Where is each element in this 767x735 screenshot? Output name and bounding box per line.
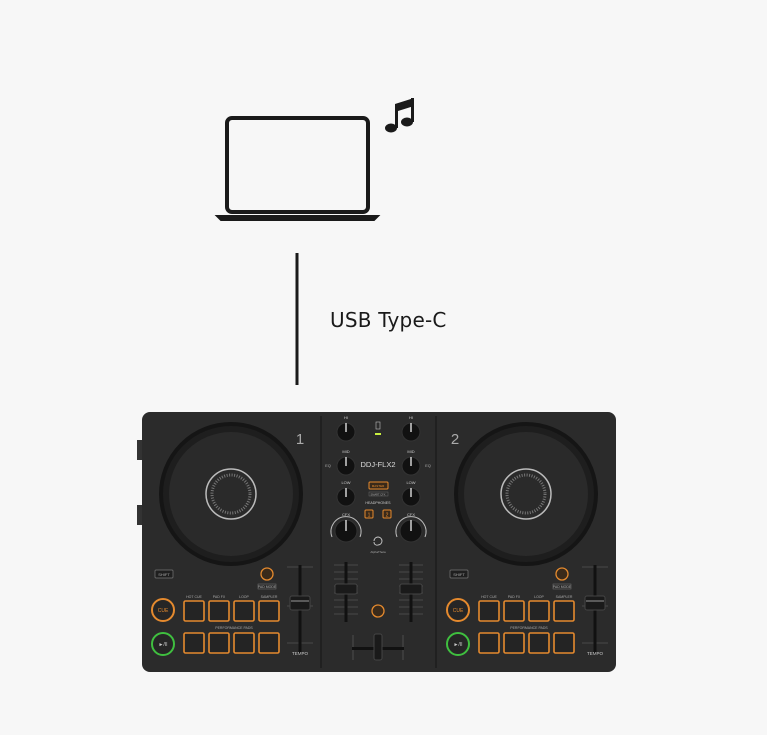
shift-button[interactable] [154,569,174,579]
low-label: LOW [341,480,350,485]
usb-indicator-icon [375,421,381,430]
jog-platter[interactable] [169,432,293,556]
performance-pad[interactable] [503,632,525,654]
performance-pad[interactable] [553,600,575,622]
headphone-cue-label: 1 [368,513,371,519]
master-cue-button[interactable] [368,481,389,490]
alphatheta-logo-icon [373,536,383,546]
shift-label: SHIFT [158,572,170,577]
channel-fader[interactable] [399,583,423,595]
pad-mode-sampler: SAMPLER [261,595,278,599]
low-label: LOW [406,480,415,485]
performance-pads-label: PERFORMANCE PADS [510,626,548,630]
music-note-icon [385,98,414,133]
tempo-label: TEMPO [292,651,309,656]
pad-mode-hot-cue: HOT CUE [481,595,497,599]
headphone-cue-cue2[interactable] [382,509,392,519]
crossfader[interactable] [373,633,383,661]
shift-label: SHIFT [453,572,465,577]
headphone-cue-label: 2 [386,513,389,519]
hi-label: HI [344,415,348,420]
deck-number: 2 [451,431,459,448]
pad-mode-loop: LOOP [534,595,544,599]
master-label: MASTER [372,484,385,488]
performance-pad[interactable] [183,632,205,654]
performance-pad[interactable] [233,632,255,654]
jog-display [210,473,252,515]
side-port [137,505,143,525]
beat-sync-button[interactable] [260,567,274,581]
pad-mode-label: PAD MODE [553,585,572,589]
cfx-label: CFX [342,512,350,517]
jog-platter[interactable] [464,432,588,556]
mid-label: MID [342,449,349,454]
model-name: DDJ-FLX2 [360,460,395,469]
cue-button[interactable] [446,598,470,622]
jog-display [505,473,547,515]
pad-mode-sampler: SAMPLER [556,595,573,599]
pad-mode-frame [552,583,572,590]
channel-fader[interactable] [334,583,358,595]
shift-button[interactable] [449,569,469,579]
cfx-arc [330,516,362,538]
smart-cfx-label: SMART CFX [371,493,386,497]
cue-label: CUE [158,608,169,614]
performance-pad[interactable] [233,600,255,622]
performance-pad[interactable] [528,632,550,654]
performance-pad[interactable] [503,600,525,622]
pad-mode-hot-cue: HOT CUE [186,595,202,599]
tempo-label: TEMPO [587,651,604,656]
play-pause-button[interactable] [446,632,470,656]
performance-pad[interactable] [553,632,575,654]
pad-mode-pad-fx: PAD FX [508,595,521,599]
headphone-cue-cue1[interactable] [364,509,374,519]
cfx-label: CFX [407,512,415,517]
connection-label: USB Type-C [330,308,447,332]
pad-mode-frame [257,583,277,590]
laptop-icon [214,116,381,221]
performance-pad[interactable] [208,600,230,622]
deck-number: 1 [296,431,304,448]
eq-label: EQ [325,463,331,468]
cue-button[interactable] [151,598,175,622]
pad-mode-loop: LOOP [239,595,249,599]
pad-mode-label: PAD MODE [258,585,277,589]
smart-cfx-frame [368,491,389,497]
beat-sync-button[interactable] [555,567,569,581]
side-port [137,440,143,460]
performance-pad[interactable] [528,600,550,622]
play-pause-button[interactable] [151,632,175,656]
cfx-arc [395,516,427,538]
jog-ring [205,468,257,520]
performance-pad[interactable] [478,600,500,622]
beat-fx-button[interactable] [371,604,385,618]
brand-name: AlphaTheta [370,550,386,554]
tempo-fader[interactable] [289,595,311,611]
performance-pad[interactable] [183,600,205,622]
performance-pads-label: PERFORMANCE PADS [215,626,253,630]
tempo-fader[interactable] [584,595,606,611]
hi-label: HI [409,415,413,420]
headphones-label: HEADPHONES [365,501,391,505]
play-pause-label: ►/II [453,642,462,648]
power-led [375,433,381,435]
play-pause-label: ►/II [158,642,167,648]
pad-mode-pad-fx: PAD FX [213,595,226,599]
cue-label: CUE [453,608,464,614]
performance-pad[interactable] [258,600,280,622]
mid-label: MID [407,449,414,454]
performance-pad[interactable] [258,632,280,654]
performance-pad[interactable] [478,632,500,654]
eq-label: EQ [425,463,431,468]
jog-ring [500,468,552,520]
performance-pad[interactable] [208,632,230,654]
